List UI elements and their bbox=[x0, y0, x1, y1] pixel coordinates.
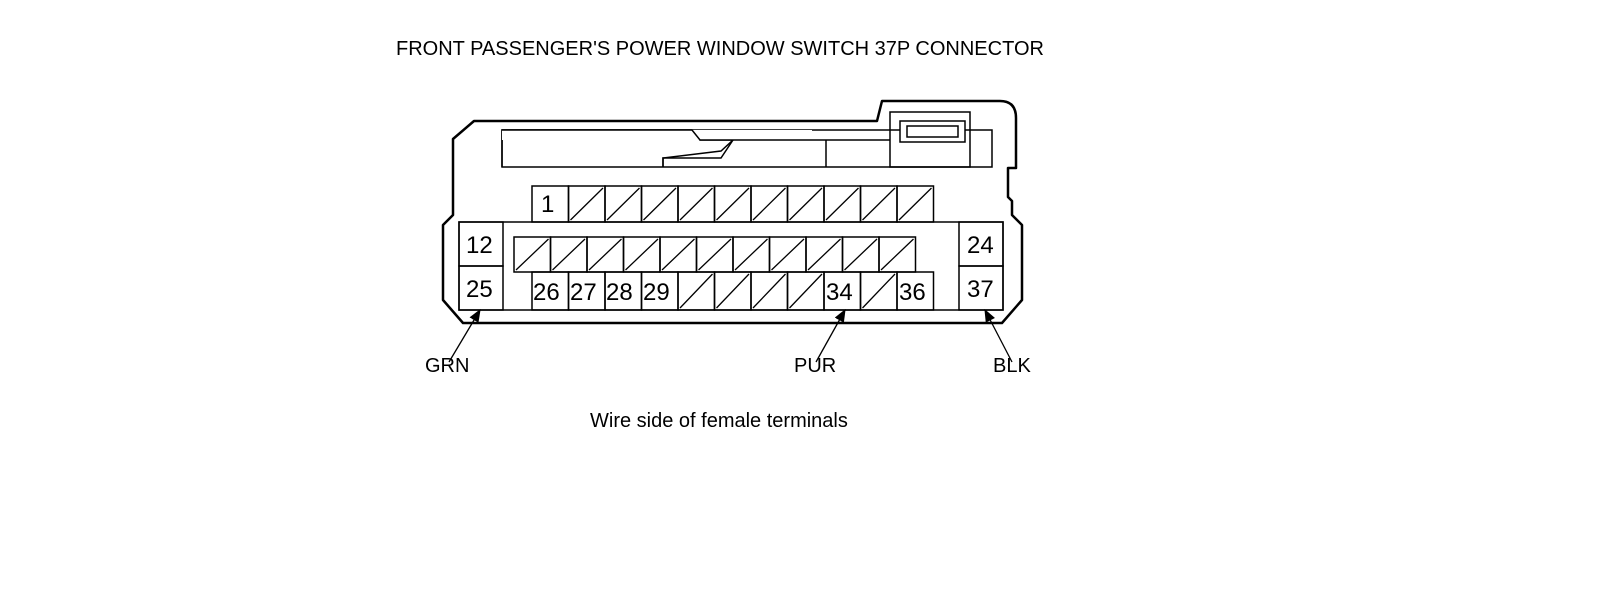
terminal-cavity-20-blank-hatch bbox=[771, 238, 805, 271]
terminal-cavity-30-blank-hatch bbox=[679, 273, 713, 309]
terminal-cavity-18-blank-hatch bbox=[698, 238, 732, 271]
terminal-cavity-33-blank-hatch bbox=[789, 273, 823, 309]
grn-leader-arrow bbox=[448, 308, 481, 363]
terminal-cavity-16-blank-hatch bbox=[625, 238, 659, 271]
connector-housing bbox=[441, 99, 1024, 325]
terminal-cavity-22-blank-hatch bbox=[844, 238, 878, 271]
terminal-cavity-3-blank-hatch bbox=[606, 187, 640, 221]
terminal-37-label: 37 bbox=[967, 276, 994, 303]
latch-step bbox=[662, 139, 734, 167]
terminal-12-label: 12 bbox=[466, 232, 493, 259]
latch-edge bbox=[502, 129, 826, 141]
terminal-cavity-36 bbox=[896, 271, 935, 311]
terminal-25-label: 25 bbox=[466, 276, 493, 303]
diagram-title: FRONT PASSENGER'S POWER WINDOW SWITCH 37… bbox=[396, 38, 1044, 60]
terminal-cavity-14-blank-hatch bbox=[552, 238, 586, 271]
terminal-cavity-7-blank-hatch bbox=[752, 187, 786, 221]
terminal-27-label: 27 bbox=[570, 279, 597, 306]
wire-label-pur: PUR bbox=[794, 355, 837, 377]
terminal-cavity-11 bbox=[896, 185, 935, 223]
terminal-cavity-32-blank-hatch bbox=[752, 273, 786, 309]
wire-label-blk: BLK bbox=[993, 355, 1031, 377]
terminal-cavity-9-blank-hatch bbox=[825, 187, 859, 221]
terminal-24-label: 24 bbox=[967, 232, 994, 259]
terminal-cavity-17-blank-hatch bbox=[661, 238, 695, 271]
terminal-cavity-6-blank-hatch bbox=[716, 187, 750, 221]
terminal-36-label: 36 bbox=[899, 279, 926, 306]
terminal-cavity-2-blank-hatch bbox=[570, 187, 604, 221]
terminal-row-2 bbox=[513, 236, 917, 273]
terminal-1-label: 1 bbox=[541, 191, 554, 218]
side-terminals bbox=[458, 221, 1004, 311]
blk-leader-arrow bbox=[984, 308, 1013, 363]
terminal-cavity-35-blank-hatch bbox=[862, 273, 896, 309]
terminal-34-label: 34 bbox=[826, 279, 853, 306]
terminal-cavity-15-blank-hatch bbox=[588, 238, 622, 271]
terminal-cavity-4-blank-hatch bbox=[643, 187, 677, 221]
terminal-26-label: 26 bbox=[533, 279, 560, 306]
terminal-row-3 bbox=[531, 271, 935, 311]
terminal-cavity-11-blank-hatch bbox=[898, 187, 932, 221]
diagram-caption: Wire side of female terminals bbox=[590, 410, 848, 432]
terminal-cavity-31-blank-hatch bbox=[716, 273, 750, 309]
terminal-28-label: 28 bbox=[606, 279, 633, 306]
terminal-row-1 bbox=[531, 185, 935, 223]
terminal-cavity-10-blank-hatch bbox=[862, 187, 896, 221]
terminal-cavity-8-blank-hatch bbox=[789, 187, 823, 221]
terminal-cavity-21-blank-hatch bbox=[807, 238, 841, 271]
terminal-cavity-19-blank-hatch bbox=[734, 238, 768, 271]
terminal-cavity-5-blank-hatch bbox=[679, 187, 713, 221]
pur-leader-arrow bbox=[815, 308, 846, 363]
terminal-cavity-13-blank-hatch bbox=[515, 238, 549, 271]
wire-label-grn: GRN bbox=[425, 355, 470, 377]
terminal-cavity-23-blank-hatch bbox=[880, 238, 914, 271]
terminal-29-label: 29 bbox=[643, 279, 670, 306]
